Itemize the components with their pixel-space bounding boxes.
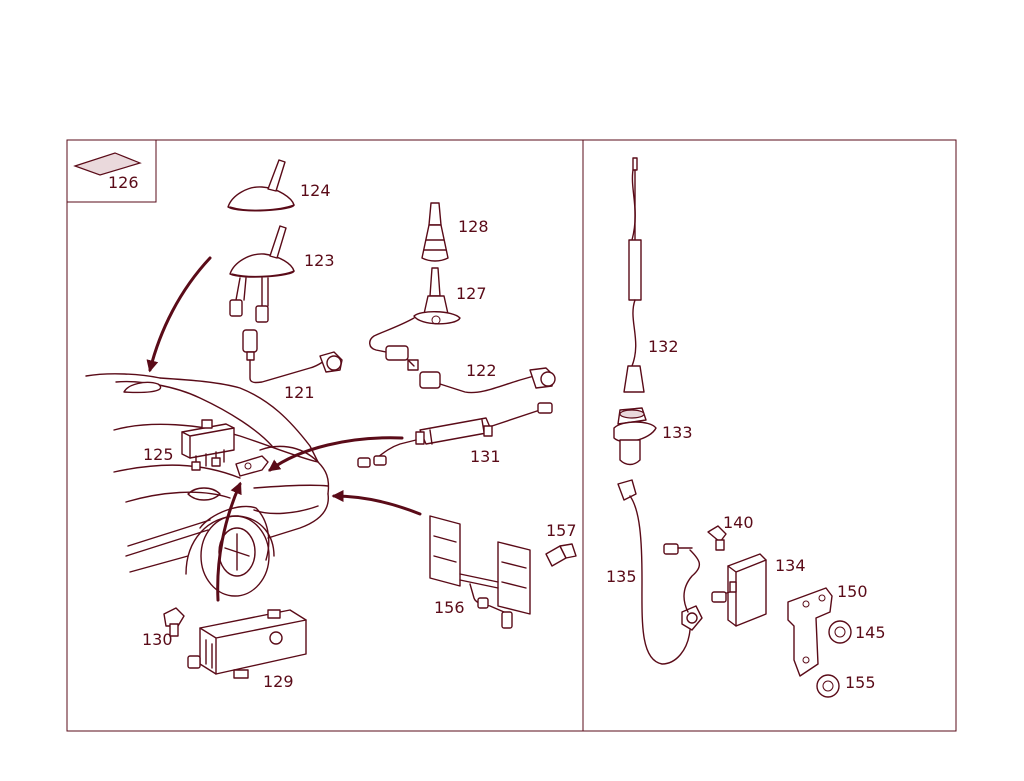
part-122-coax-cable bbox=[369, 317, 556, 394]
part-127-antenna-base bbox=[413, 267, 461, 325]
label-131: 131 bbox=[470, 447, 501, 466]
part-123-roof-antenna-cables bbox=[229, 225, 295, 323]
label-134: 134 bbox=[775, 556, 806, 575]
part-129-receiver-module bbox=[187, 609, 307, 679]
label-127: 127 bbox=[456, 284, 487, 303]
part-134-control-module bbox=[663, 543, 767, 627]
label-157: 157 bbox=[546, 521, 577, 540]
inset-box bbox=[66, 139, 157, 203]
arrow-156 bbox=[331, 490, 422, 516]
label-130: 130 bbox=[142, 630, 173, 649]
label-124: 124 bbox=[300, 181, 331, 200]
part-135-coax-cable bbox=[617, 479, 703, 665]
part-157-clip bbox=[545, 543, 577, 567]
part-130-screw bbox=[163, 607, 185, 637]
label-145: 145 bbox=[855, 623, 886, 642]
label-129: 129 bbox=[263, 672, 294, 691]
mount-bracket bbox=[235, 455, 269, 477]
label-132: 132 bbox=[648, 337, 679, 356]
label-123: 123 bbox=[304, 251, 335, 270]
label-140: 140 bbox=[723, 513, 754, 532]
label-126: 126 bbox=[108, 173, 139, 192]
part-156-foil-antenna bbox=[429, 515, 531, 629]
label-135: 135 bbox=[606, 567, 637, 586]
diagram-frame bbox=[66, 139, 957, 732]
label-121: 121 bbox=[284, 383, 315, 402]
part-145-nut bbox=[828, 620, 852, 644]
label-128: 128 bbox=[458, 217, 489, 236]
label-133: 133 bbox=[662, 423, 693, 442]
arrow-129 bbox=[216, 481, 242, 602]
arrow-roof bbox=[146, 256, 212, 373]
label-125: 125 bbox=[143, 445, 174, 464]
part-133-antenna-base bbox=[613, 407, 657, 466]
part-128-antenna-mast bbox=[421, 202, 449, 262]
part-132-telescopic-antenna bbox=[623, 157, 645, 393]
part-126-film bbox=[73, 152, 142, 176]
part-155-nut bbox=[816, 674, 840, 698]
part-125-amplifier bbox=[181, 419, 235, 471]
label-155: 155 bbox=[845, 673, 876, 692]
label-122: 122 bbox=[466, 361, 497, 380]
part-121-cable bbox=[242, 329, 343, 384]
label-150: 150 bbox=[837, 582, 868, 601]
car-rear-outline bbox=[85, 373, 330, 597]
part-150-bracket bbox=[787, 587, 833, 677]
part-124-roof-antenna bbox=[227, 159, 295, 212]
part-131-filter-cable bbox=[357, 402, 553, 468]
part-140-screw bbox=[707, 525, 727, 551]
label-156: 156 bbox=[434, 598, 465, 617]
arrow-131 bbox=[268, 436, 404, 472]
